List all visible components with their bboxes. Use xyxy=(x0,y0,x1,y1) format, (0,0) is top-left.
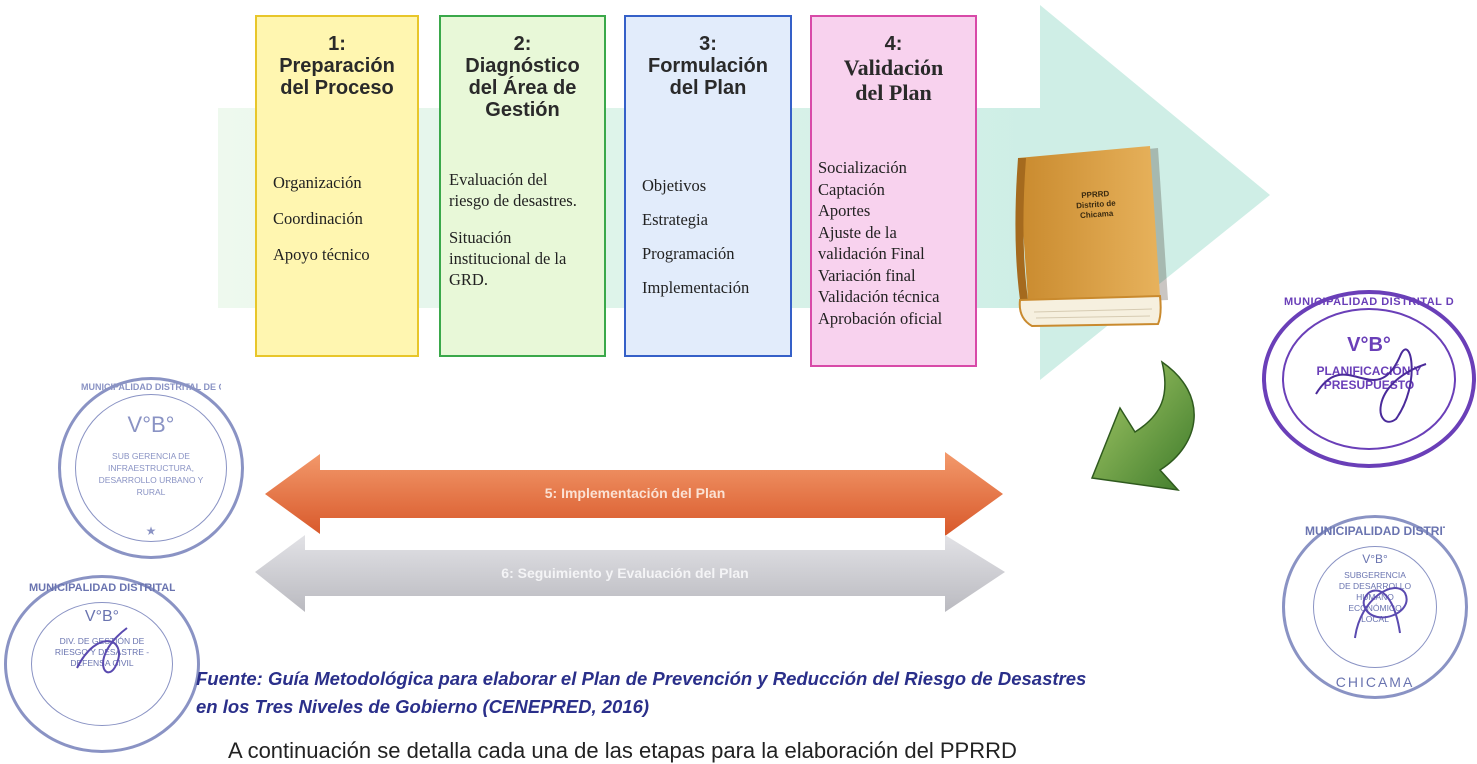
source-caption-line: Fuente: Guía Metodológica para elaborar … xyxy=(196,668,1087,689)
implementation-arrow xyxy=(265,452,1003,536)
stage-title-line: del Proceso xyxy=(280,77,394,99)
stage-box-validacion: 4: Validación del Plan Socialización Cap… xyxy=(810,15,977,367)
stage-header: 4: Validación del Plan xyxy=(812,33,975,105)
stage-item: Socialización xyxy=(818,158,907,177)
stage-title-line: del Área de xyxy=(468,77,577,99)
stamp-office-line: SUB GERENCIA DE xyxy=(112,451,190,461)
stage-item: Organización xyxy=(273,173,362,192)
stage-item: Aportes xyxy=(818,201,871,220)
stage-items: Socialización Captación Aportes Ajuste d… xyxy=(818,157,969,329)
stamp-defensa-civil: MUNICIPALIDAD DISTRITAL DE CHICAMA V°B° … xyxy=(4,575,200,753)
stamp-ring-text: MUNICIPALIDAD DISTRITAL DE CHICAMA xyxy=(29,582,175,594)
body-text-partial: A continuación se detalla cada una de la… xyxy=(228,738,1017,763)
stage-item: Aprobación oficial xyxy=(818,308,943,328)
stage-number: 4: xyxy=(884,33,903,55)
stage-items: Objetivos Estrategia Programación Implem… xyxy=(642,169,784,305)
stage-header: 3: Formulación del Plan xyxy=(626,33,790,99)
signature-icon xyxy=(1354,587,1408,639)
stamp-infraestructura: MUNICIPALIDAD DISTRITAL DE CHICAMA V°B° … xyxy=(58,377,244,559)
stage-item: Coordinación xyxy=(273,209,363,228)
stamp-bottom-text: CHICAMA xyxy=(1335,674,1415,690)
monitoring-arrow-label: 6: Seguimiento y Evaluación del Plan xyxy=(501,565,749,581)
stamp-vb: V°B° xyxy=(127,412,175,437)
stamp-vb: V°B° xyxy=(1362,552,1388,566)
book-label: PPRRD Distrito de Chicama xyxy=(1059,188,1133,223)
stage-title-line: del Plan xyxy=(855,80,932,105)
stamp-office-line: DESARROLLO URBANO Y xyxy=(98,475,204,485)
implementation-arrow-label: 5: Implementación del Plan xyxy=(544,485,726,501)
source-caption: Fuente: Guía Metodológica para elaborar … xyxy=(196,665,1086,721)
stamp-office-line: PRESUPUESTO xyxy=(1323,378,1415,392)
stage-box-preparacion: 1: Preparación del Proceso Organización … xyxy=(255,15,419,357)
star-icon: ★ xyxy=(145,524,157,538)
stamp-vb: V°B° xyxy=(84,608,120,625)
signature-icon xyxy=(76,627,128,674)
source-caption-line: en los Tres Niveles de Gobierno (CENEPRE… xyxy=(196,696,650,717)
stamp-office-line: INFRAESTRUCTURA, xyxy=(108,463,194,473)
stamp-inner-ring xyxy=(31,602,173,726)
stamp-inner-ring xyxy=(1282,308,1456,450)
stage-item: Captación xyxy=(818,179,885,199)
stage-item: Validación técnica xyxy=(818,287,940,306)
stamp-office-line: RURAL xyxy=(136,487,166,497)
stage-items: Evaluación del riesgo de desastres. Situ… xyxy=(449,169,598,290)
stage-number: 3: xyxy=(699,33,717,55)
stage-title-line: Diagnóstico xyxy=(465,55,580,77)
stage-item: Ajuste de la xyxy=(818,222,897,242)
stage-item-spacer xyxy=(449,211,598,227)
stamp-ring-text: MUNICIPALIDAD DISTRITAL DE CHICAMA xyxy=(81,382,221,392)
monitoring-arrow xyxy=(255,535,1005,612)
stage-item: Programación xyxy=(642,244,735,263)
stamp-inner-ring xyxy=(75,394,227,542)
stage-number: 1: xyxy=(328,33,346,55)
stage-box-formulacion: 3: Formulación del Plan Objetivos Estrat… xyxy=(624,15,792,357)
stamp-inner-ring xyxy=(1313,546,1437,668)
stamp-ring-text: MUNICIPALIDAD DISTRITAL DE CHICAMA xyxy=(1284,296,1454,308)
stage-items: Organización Coordinación Apoyo técnico xyxy=(273,165,411,273)
stage-title-line: Validación xyxy=(843,55,944,80)
book-icon xyxy=(1015,146,1168,328)
stamp-ring-text: MUNICIPALIDAD DISTRITAL xyxy=(1305,524,1445,538)
stamp-office-line: DEFENSA CIVIL xyxy=(70,658,134,668)
stage-title-line: Formulación xyxy=(647,55,768,77)
stage-title-line: Preparación xyxy=(279,55,395,77)
stage-box-diagnostico: 2: Diagnóstico del Área de Gestión Evalu… xyxy=(439,15,606,357)
stage-item: validación Final xyxy=(818,244,925,263)
stamp-office-line: SUBGERENCIA xyxy=(1344,570,1406,580)
signature-icon xyxy=(1315,348,1427,423)
stage-item: riesgo de desastres. xyxy=(449,191,577,210)
stamp-office-line: RIESGO Y DESASTRE - xyxy=(54,647,150,657)
stage-item: institucional de la xyxy=(449,249,567,268)
stage-number: 2: xyxy=(513,33,532,55)
stage-item: Implementación xyxy=(642,278,750,297)
stage-title-line: del Plan xyxy=(669,77,747,99)
curved-down-arrow-icon xyxy=(1090,360,1195,492)
stage-item: Apoyo técnico xyxy=(273,245,370,264)
stamp-office-line: DE DESARROLLO xyxy=(1338,581,1412,591)
stamp-office-line: LOCAL xyxy=(1361,614,1389,624)
stage-title-line: Gestión xyxy=(485,99,560,121)
stage-item: Objetivos xyxy=(642,176,707,195)
stage-item: Evaluación del xyxy=(449,170,548,189)
stage-item: GRD. xyxy=(449,270,488,289)
stage-header: 2: Diagnóstico del Área de Gestión xyxy=(441,33,604,121)
stamp-office-line: ECONÓMICO xyxy=(1348,603,1402,613)
stamp-vb: V°B° xyxy=(1347,334,1391,356)
stage-header: 1: Preparación del Proceso xyxy=(257,33,417,99)
stage-item: Estrategia xyxy=(642,210,708,229)
stamp-desarrollo: MUNICIPALIDAD DISTRITAL V°B° SUBGERENCIA… xyxy=(1282,515,1468,699)
stamp-planificacion: MUNICIPALIDAD DISTRITAL DE CHICAMA V°B° … xyxy=(1262,290,1476,468)
stage-item: Situación xyxy=(449,228,512,247)
stamp-office: SUB GERENCIA DE INFRAESTRUCTURA, DESARRO… xyxy=(61,450,241,498)
stage-item: Variación final xyxy=(818,265,916,285)
